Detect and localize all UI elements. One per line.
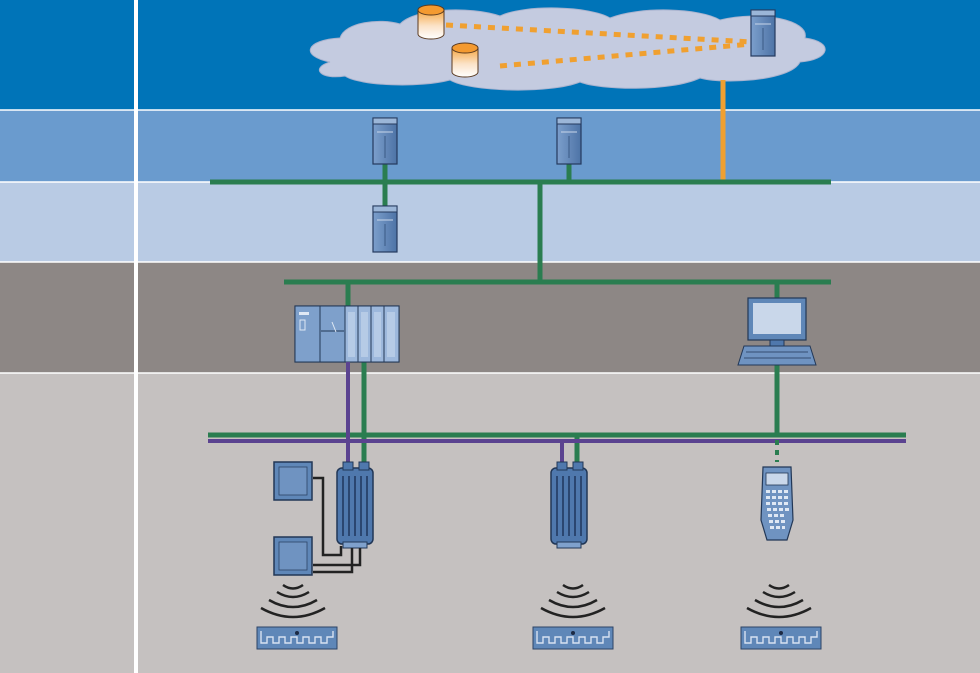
rfid-tag-icon [741, 627, 821, 649]
rfid-reader-icon [551, 468, 587, 548]
rfid-tag-icon [257, 627, 337, 649]
enterprise-layer-band [0, 110, 980, 182]
cloud-server-icon [751, 10, 775, 56]
control-layer-band [0, 262, 980, 373]
plant-layer-band [0, 182, 980, 262]
antenna-module-icon [274, 462, 312, 500]
field-layer-band [0, 373, 980, 673]
layer-label-column-divider [134, 0, 138, 673]
server-icon [557, 118, 581, 164]
server-icon [373, 118, 397, 164]
database-icon [452, 43, 478, 77]
computer-terminal-icon [738, 298, 816, 365]
rfid-reader-icon [337, 468, 373, 548]
rfid-tag-icon [533, 627, 613, 649]
database-icon [418, 5, 444, 39]
handheld-terminal-icon [761, 467, 793, 540]
plc-rack-icon [295, 306, 399, 362]
server-icon [373, 206, 397, 252]
antenna-module-icon [274, 537, 312, 575]
